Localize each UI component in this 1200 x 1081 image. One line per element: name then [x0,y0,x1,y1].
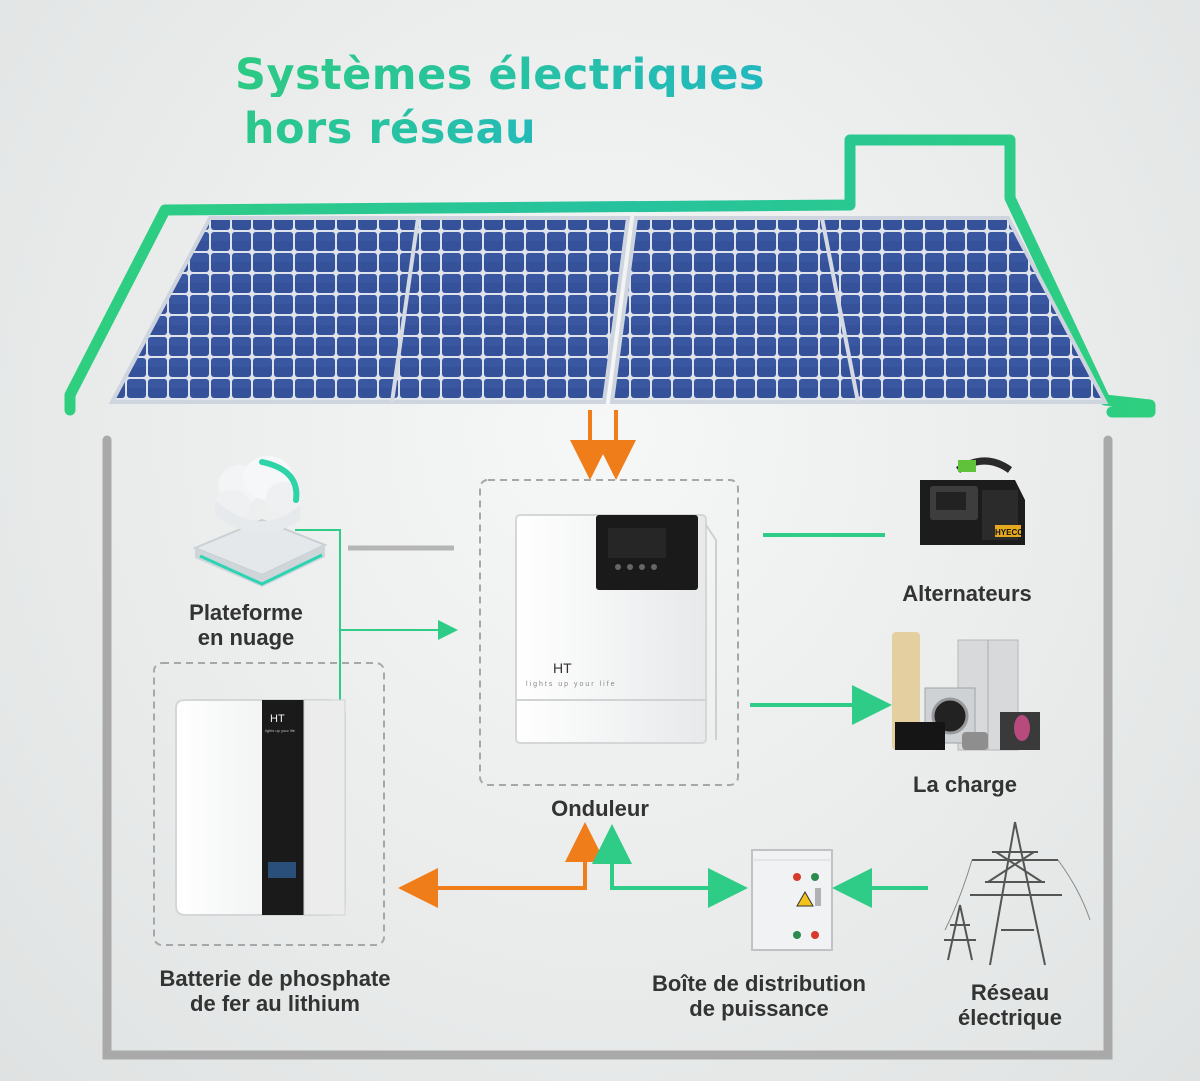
battery-device [175,699,346,916]
label-grid-line2: électrique [958,1005,1062,1031]
battery-tagline: lights up your life [265,728,296,733]
diagram-title-line1: Systèmes électriques [150,54,850,97]
inverter-tagline: lights up your life [526,681,617,688]
label-cloud-line1: Plateforme [189,600,303,625]
label-generators: Alternateurs [902,581,1032,606]
generator-device [920,457,1025,545]
solar-panel-left [108,216,631,404]
label-grid-line1: Réseau [970,980,1050,1005]
label-battery-line2: de fer au lithium [190,991,360,1017]
label-battery-line1: Batterie de phosphate [159,966,391,991]
appliances-icon [892,632,1040,751]
label-load: La charge [913,772,1017,797]
label-grid: Réseau électrique [925,980,1095,1031]
arrow-inverter-to-battery [398,840,587,908]
label-distribution-line2: de puissance [689,996,829,1022]
label-battery: Batterie de phosphate de fer au lithium [118,966,432,1017]
solar-panel-right [609,216,1109,404]
distribution-box-device [751,849,833,951]
link-cloud-to-inverter [295,529,341,700]
inverter-dashed-frame [479,479,739,786]
arrow-inverter-to-distribution [610,842,748,908]
generator-brand: HYECO [995,528,1023,537]
label-distribution-box: Boîte de distribution de puissance [620,971,898,1022]
label-distribution-line1: Boîte de distribution [652,971,866,996]
house-wall-outline [102,435,1113,1060]
inverter-device [515,514,717,744]
battery-dashed-frame [153,662,385,946]
label-cloud-line2: en nuage [197,625,295,651]
house-roof-outline [64,134,1156,418]
power-tower-icon [944,821,1091,966]
diagram-title-line2: hors réseau [130,108,650,151]
battery-brand: HT [270,713,285,725]
label-inverter: Onduleur [551,796,649,821]
label-cloud-platform: Plateforme en nuage [160,600,332,651]
cloud-platform-device [192,456,328,587]
inverter-brand: HT [553,660,572,676]
